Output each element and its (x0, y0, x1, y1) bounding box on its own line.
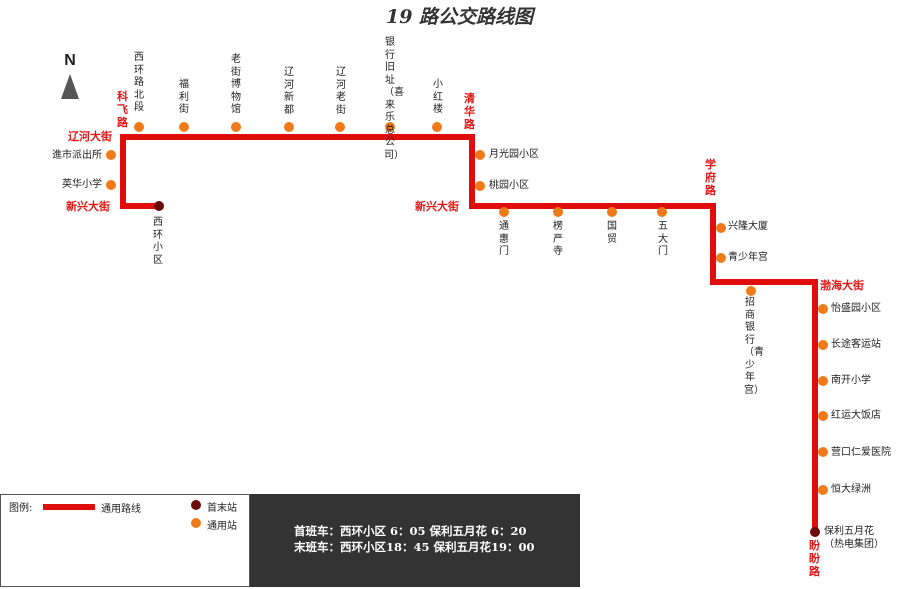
map-title: 19 路公交路线图 (385, 6, 534, 28)
first-bus-time: 首班车：西环小区 6：05 保利五月花 6：20 (294, 524, 527, 538)
last-bus-time: 末班车：西环小区18：45 保利五月花19：00 (294, 540, 535, 554)
legend-route-swatch (43, 504, 95, 510)
stop-label-paichusuo: 進市派出所 (52, 150, 102, 161)
road-label-panpan: 盼盼路 (809, 539, 820, 578)
stop-label-bank-site: 银行旧址（喜来乐总公司） (384, 37, 404, 161)
stop-marker (499, 207, 509, 217)
legend-route-label: 通用路线 (101, 504, 141, 515)
road-label-bohai: 渤海大街 (820, 279, 864, 292)
stop-marker (106, 180, 116, 190)
stop-label-fulijie: 福利街 (179, 79, 189, 115)
legend-terminal-label: 首末站 (207, 503, 237, 514)
stop-label-guomao: 国贸 (607, 221, 617, 245)
stop-label-xinglong: 兴隆大厦 (728, 221, 768, 232)
stop-marker (106, 150, 116, 160)
stop-label-liaohe-laojie: 辽河老街 (336, 67, 346, 116)
stop-marker (475, 150, 485, 160)
route-line (120, 134, 818, 532)
north-label: N (64, 52, 76, 69)
terminal-stop-marker (810, 527, 820, 537)
stop-label-changtu-keyunzhan: 长途客运站 (831, 339, 881, 350)
stop-marker (818, 376, 828, 386)
stop-marker (818, 447, 828, 457)
stop-marker (716, 253, 726, 263)
legend: 图例: 通用路线 首末站 通用站 (0, 494, 250, 587)
stop-label-yinghua-xiaoxue: 英华小学 (62, 179, 102, 190)
stop-label-laojie-museum: 老街博物馆 (231, 54, 241, 115)
stop-label-taoyuan: 桃园小区 (489, 180, 529, 191)
road-label-kefei: 科飞路 (117, 90, 128, 129)
stop-label-xihuan-beiduan: 西环路北段 (134, 52, 144, 113)
stop-marker (134, 122, 144, 132)
stop-marker (231, 122, 241, 132)
stop-label-yueguangyuan: 月光园小区 (489, 149, 539, 160)
stop-marker (716, 223, 726, 233)
stop-marker (385, 122, 395, 132)
stop-label-zhaoshang-bank: 招商银行（青少年宫） (744, 297, 764, 396)
stop-marker (657, 207, 667, 217)
stop-marker (818, 485, 828, 495)
stop-label-lengyansi: 楞严寺 (553, 221, 563, 257)
stop-marker (284, 122, 294, 132)
stop-label-qingshaonian-gong: 青少年宫 (728, 252, 768, 263)
stop-marker (335, 122, 345, 132)
north-arrow-icon (61, 74, 79, 99)
legend-terminal-swatch (191, 500, 201, 510)
legend-title: 图例: (9, 503, 33, 514)
stop-marker (553, 207, 563, 217)
terminal-stop-marker (154, 201, 164, 211)
stop-label-liaohe-xindu: 辽河新都 (284, 67, 294, 116)
stop-label-renai-hospital: 营口仁爱医院 (831, 447, 891, 458)
stop-label-hongyun-fandian: 红运大饭店 (831, 410, 881, 421)
stop-label-baoli-wuyuehua: 保利五月花 (824, 526, 874, 537)
legend-stop-label: 通用站 (207, 521, 237, 532)
road-label-xinxing-west: 新兴大街 (66, 200, 110, 213)
stop-label-nankai-xiaoxue: 南开小学 (831, 375, 871, 386)
stop-marker (818, 411, 828, 421)
stop-marker (607, 207, 617, 217)
road-label-xuefu: 学府路 (705, 158, 716, 197)
road-label-liaohe: 辽河大街 (68, 130, 112, 143)
road-label-qinghua: 清华路 (464, 92, 475, 131)
stop-label-xihuan-xiaoqu: 西环小区 (153, 217, 163, 266)
stop-marker (475, 181, 485, 191)
schedule-panel: 首班车：西环小区 6：05 保利五月花 6：20 末班车：西环小区18：45 保… (250, 494, 580, 587)
stop-label-yishengyuan: 怡盛园小区 (831, 303, 881, 314)
stop-marker (746, 286, 756, 296)
stop-label-xiaohonglou: 小红楼 (433, 79, 443, 115)
stop-marker (432, 122, 442, 132)
stop-label-hengda-lvzhou: 恒大绿洲 (831, 484, 871, 495)
legend-stop-swatch (191, 518, 201, 528)
road-label-xinxing-east: 新兴大街 (415, 200, 459, 213)
stop-marker (818, 304, 828, 314)
stop-label-wudamen: 五大门 (658, 221, 668, 257)
stop-label-baoli-sub: （热电集团） (824, 539, 884, 550)
stop-marker (818, 340, 828, 350)
stop-label-tonghuimen: 通惠门 (499, 221, 509, 257)
stop-marker (179, 122, 189, 132)
